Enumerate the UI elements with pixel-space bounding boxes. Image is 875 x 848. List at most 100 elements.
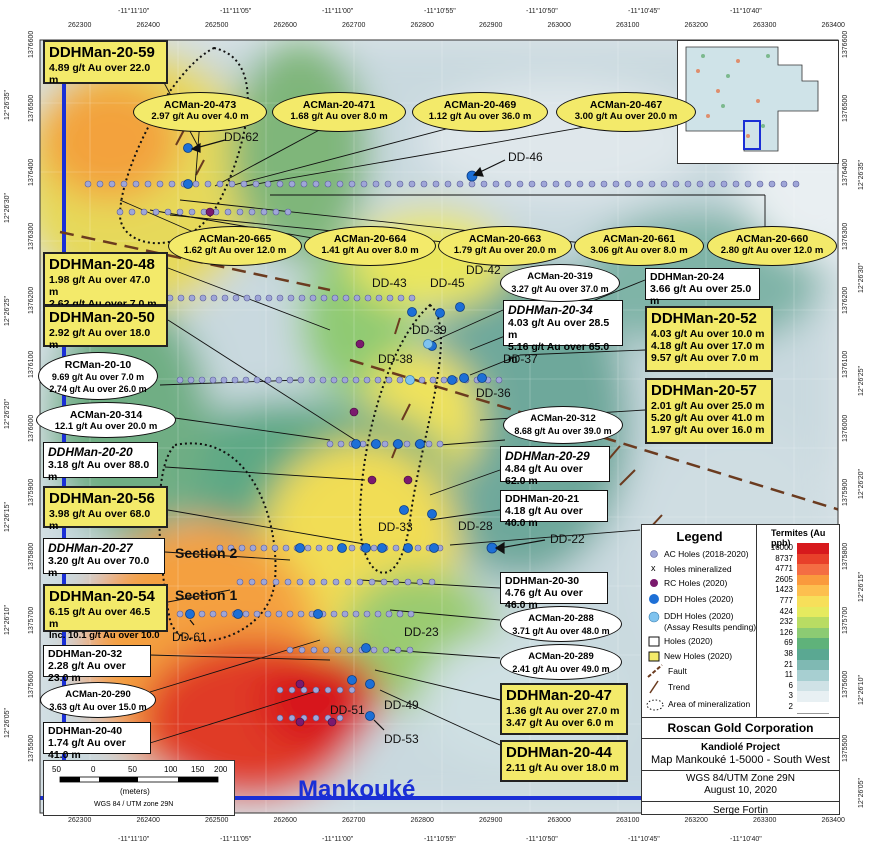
- ac-hole: [156, 180, 164, 188]
- termite-value: 16000: [770, 543, 793, 552]
- ac-hole: [187, 376, 195, 384]
- axis-tick-label: 262500: [205, 817, 229, 824]
- termite-value: 232: [779, 617, 793, 627]
- ac-hole: [108, 180, 116, 188]
- callout-title: DDHMan-20-44: [506, 744, 612, 761]
- ac-hole: [276, 686, 284, 694]
- ac-hole: [216, 544, 224, 552]
- callout-title: ACMan-20-289: [528, 651, 594, 662]
- ac-hole: [456, 180, 464, 188]
- callout-title: ACMan-20-660: [735, 233, 809, 245]
- ac-hole: [176, 208, 184, 216]
- axis-tick-label: 12°26'05": [4, 708, 11, 738]
- ac-hole: [284, 208, 292, 216]
- ac-hole: [600, 180, 608, 188]
- termite-swatch: [797, 606, 829, 618]
- dd-label: DD-39: [412, 323, 447, 337]
- axis-tick-label: 1376000: [28, 414, 35, 442]
- ac-hole: [720, 180, 728, 188]
- ac-hole: [312, 686, 320, 694]
- callout-line: 1.41 g/t Au over 8.0 m: [321, 245, 419, 256]
- callout-title: DDHMan-20-48: [49, 256, 155, 273]
- callout-line: 1.12 g/t Au over 36.0 m: [428, 111, 532, 122]
- callout-title: DDHMan-20-32: [48, 648, 123, 660]
- axis-tick-label: -11°10'55": [424, 836, 456, 843]
- dd-label: DD-45: [430, 276, 465, 290]
- callout-title: ACMan-20-288: [528, 613, 594, 624]
- legend-item: RC Holes (2020): [664, 578, 728, 588]
- ac-hole: [168, 180, 176, 188]
- place-name: Mankouké: [298, 776, 416, 803]
- axis-tick-label: -11°10'50": [526, 8, 558, 15]
- ac-hole: [164, 208, 172, 216]
- ac-hole: [220, 376, 228, 384]
- ac-hole: [264, 610, 272, 618]
- axis-tick-label: 12°26'25": [4, 296, 11, 326]
- callout-title: RCMan-20-10: [64, 359, 132, 371]
- termite-swatch: [797, 649, 829, 660]
- ac-hole: [404, 578, 412, 586]
- ac-hole: [397, 294, 405, 302]
- ac-hole: [243, 294, 251, 302]
- ac-hole: [198, 610, 206, 618]
- callout-title: DDHMan-20-30: [505, 575, 580, 587]
- ac-hole: [309, 294, 317, 302]
- callout-title: DDHMan-20-20: [48, 445, 133, 459]
- callout-title: ACMan-20-312: [530, 413, 596, 424]
- ac-hole: [300, 180, 308, 188]
- ac-hole: [495, 376, 503, 384]
- ac-hole: [342, 294, 350, 302]
- axis-tick-label: 12°26'15": [4, 502, 11, 532]
- callout-line: 12.1 g/t Au over 20.0 m: [54, 421, 158, 432]
- callout-line: 5.20 g/t Au over 41.0 m: [651, 412, 765, 424]
- ac-hole: [116, 208, 124, 216]
- ac-hole: [276, 714, 284, 722]
- legend: Legend x AC Holes (2018-2020) Holes mine…: [641, 524, 758, 718]
- callout-line: 3.71 g/t Au over 48.0 m: [512, 626, 610, 636]
- ac-hole: [334, 646, 342, 654]
- ac-hole: [176, 376, 184, 384]
- ac-hole: [468, 180, 476, 188]
- axis-tick-label: 12°26'05": [858, 778, 865, 808]
- ac-hole: [624, 180, 632, 188]
- callout-line: 3.27 g/t Au over 37.0 m: [511, 284, 609, 294]
- ac-hole: [297, 610, 305, 618]
- axis-tick-label: 1376600: [28, 30, 35, 58]
- ac-hole: [210, 294, 218, 302]
- axis-tick-label: 263000: [547, 817, 571, 824]
- ac-hole: [385, 376, 393, 384]
- ac-hole: [407, 610, 415, 618]
- ac-hole: [284, 578, 292, 586]
- callout-line: 2.80 g/t Au over 12.0 m: [720, 245, 824, 256]
- axis-tick-label: 1376600: [842, 30, 849, 58]
- callout-title: DDHMan-20-47: [506, 687, 612, 704]
- termite-value: 38: [784, 649, 793, 658]
- ac-hole: [297, 376, 305, 384]
- ac-hole: [696, 180, 704, 188]
- ac-hole: [209, 610, 217, 618]
- axis-tick-label: 263400: [821, 22, 845, 29]
- axis-tick-label: 1376100: [28, 350, 35, 378]
- axis-tick-label: 263300: [753, 22, 777, 29]
- section-label: Section 2: [175, 545, 238, 561]
- ac-hole: [236, 578, 244, 586]
- ac-hole: [385, 610, 393, 618]
- ac-hole: [224, 208, 232, 216]
- axis-tick-label: 1376300: [842, 222, 849, 250]
- ac-hole: [272, 208, 280, 216]
- ac-hole: [408, 180, 416, 188]
- ac-hole: [312, 180, 320, 188]
- ac-hole: [322, 646, 330, 654]
- ac-hole: [140, 208, 148, 216]
- ac-hole: [408, 294, 416, 302]
- ac-hole: [209, 376, 217, 384]
- axis-tick-label: 12°26'35": [858, 160, 865, 190]
